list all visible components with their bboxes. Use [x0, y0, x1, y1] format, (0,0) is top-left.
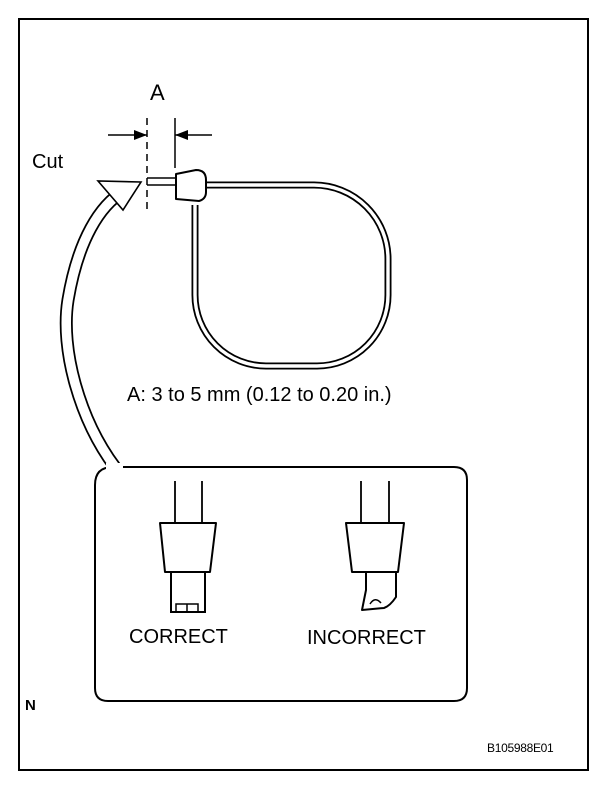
outer-frame [18, 18, 589, 771]
incorrect-label: INCORRECT [307, 627, 426, 649]
cable-tie [147, 169, 392, 370]
dimension-spec: A: 3 to 5 mm (0.12 to 0.20 in.) [127, 384, 392, 406]
incorrect-tie-illustration [345, 481, 405, 611]
detail-box [94, 466, 468, 702]
callout-arrow [59, 180, 143, 471]
dimension-label-a: A [150, 80, 165, 105]
correct-label: CORRECT [129, 626, 228, 648]
figure-code: B105988E01 [487, 741, 554, 755]
dimension-a [108, 118, 212, 212]
tie-head [175, 169, 207, 202]
corner-mark: N [25, 697, 36, 714]
correct-tie-illustration [159, 481, 217, 613]
arrowhead-right [175, 130, 188, 140]
cut-label: Cut [32, 151, 64, 173]
callout-arrowhead [96, 180, 143, 212]
arrowhead-left [134, 130, 147, 140]
